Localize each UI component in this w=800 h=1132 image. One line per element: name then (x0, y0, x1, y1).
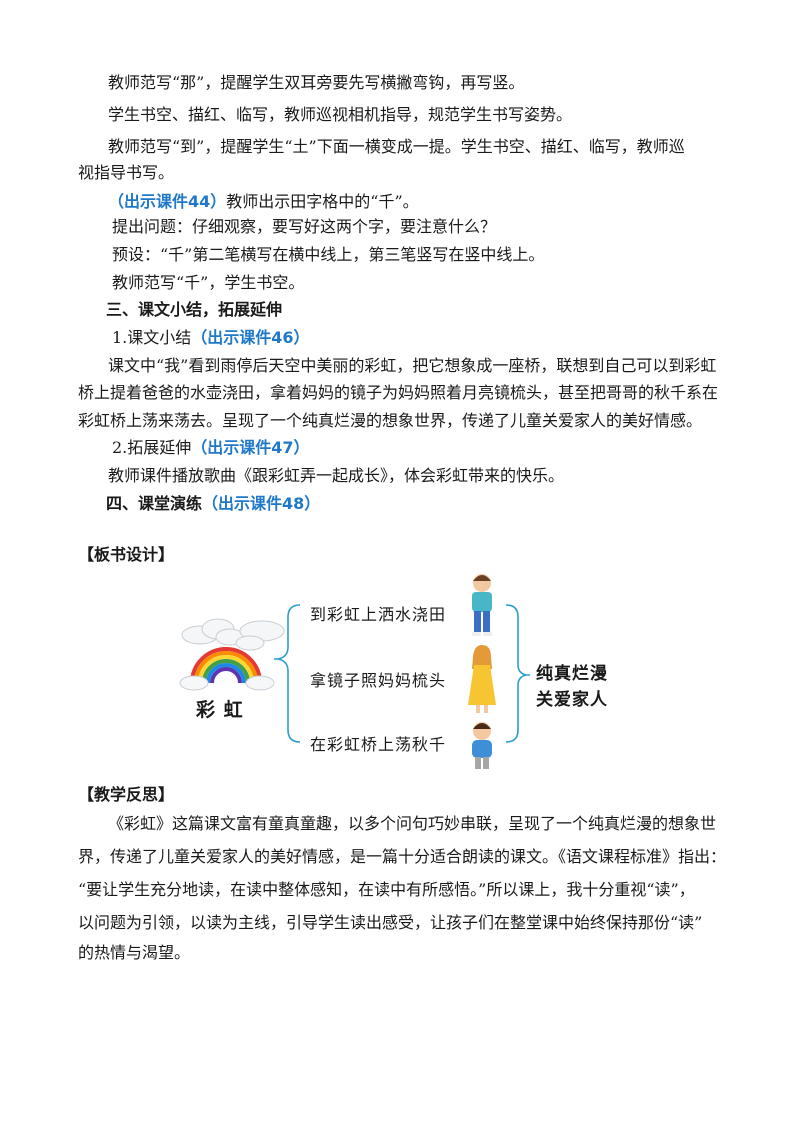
para-5: 提出问题：仔细观察，要写好这两个字，要注意什么？ (112, 217, 497, 236)
section-heading-4-text: 四、课堂演练 (106, 494, 203, 513)
board-title: 彩 虹 (196, 699, 244, 721)
summary-line-3: 彩虹桥上荡来荡去。呈现了一个纯真烂漫的想象世界，传递了儿童关爱家人的美好情感。 (78, 411, 703, 430)
reflection-heading: 【教学反思】 (78, 785, 175, 804)
cloud-icon (181, 618, 285, 651)
subsection-2: 2.拓展延伸（出示课件47） (112, 437, 310, 459)
boy-swing-icon (472, 722, 492, 769)
para-7: 教师范写“千”，学生书空。 (112, 273, 305, 292)
board-item-3: 在彩虹桥上荡秋千 (310, 735, 447, 754)
cloud-icon (179, 675, 275, 691)
reflection-line-3: “要让学生充分地读，在读中整体感知，在读中有所感悟。”所以课上，我十分重视“读”… (78, 880, 695, 899)
para-3-line-1: 教师范写“到”，提醒学生“土”下面一横变成一提。学生书空、描红、临写，教师巡 (108, 137, 685, 156)
left-bracket (274, 604, 301, 743)
rainbow-icon (190, 647, 262, 684)
slide-ref-47: （出示课件47） (191, 438, 310, 457)
board-item-1: 到彩虹上洒水浇田 (310, 605, 447, 624)
slide-ref-48: （出示课件48） (202, 494, 321, 513)
board-graphics (179, 574, 530, 769)
subsection-1-label: 1.课文小结 (112, 328, 192, 347)
para-4-text: 教师出示田字格中的“千”。 (226, 192, 419, 211)
reflection-line-5: 的热情与渴望。 (78, 943, 191, 962)
para-3-line-2: 视指导书写。 (78, 163, 175, 182)
board-design-diagram: 彩 虹 到彩虹上洒水浇田 拿镜子照妈妈梳头 在彩虹桥上荡秋千 纯真烂漫 关爱家人 (170, 565, 640, 775)
right-bracket (505, 604, 530, 743)
board-summary-2: 关爱家人 (536, 690, 608, 710)
boy-watering-icon (472, 574, 492, 636)
board-summary-1: 纯真烂漫 (536, 664, 608, 684)
section-heading-4: 四、课堂演练（出示课件48） (106, 493, 320, 515)
board-design-heading: 【板书设计】 (78, 545, 175, 564)
slide-ref-44: （出示课件44） (108, 192, 227, 211)
reflection-line-4: 以问题为引领，以读为主线，引导学生读出感受，让孩子们在整堂课中始终保持那份“读” (78, 913, 703, 932)
reflection-line-1: 《彩虹》这篇课文富有童真童趣，以多个问句巧妙串联，呈现了一个纯真烂漫的想象世 (108, 814, 717, 833)
subsection-2-label: 2.拓展延伸 (112, 438, 192, 457)
summary-line-2: 桥上提着爸爸的水壶浇田，拿着妈妈的镜子为妈妈照着月亮镜梳头，甚至把哥哥的秋千系在 (78, 383, 719, 402)
section-heading-3: 三、课文小结，拓展延伸 (106, 300, 283, 319)
para-1: 教师范写“那”，提醒学生双耳旁要先写横撇弯钩，再写竖。 (108, 73, 525, 92)
para-2: 学生书空、描红、临写，教师巡视相机指导，规范学生书写姿势。 (108, 105, 573, 124)
subsection-1: 1.课文小结（出示课件46） (112, 327, 310, 349)
summary-line-1: 课文中“我”看到雨停后天空中美丽的彩虹，把它想象成一座桥，联想到自己可以到彩虹 (108, 356, 717, 375)
slide-ref-46: （出示课件46） (191, 328, 310, 347)
para-9: 教师课件播放歌曲《跟彩虹弄一起成长》，体会彩虹带来的快乐。 (108, 466, 565, 485)
reflection-line-2: 界，传递了儿童关爱家人的美好情感，是一篇十分适合朗读的课文。《语文课程标准》指出… (78, 847, 727, 866)
para-4: （出示课件44）教师出示田字格中的“千”。 (108, 191, 419, 213)
para-6: 预设：“千”第二笔横写在横中线上，第三笔竖写在竖中线上。 (112, 245, 545, 264)
board-item-2: 拿镜子照妈妈梳头 (310, 671, 447, 690)
girl-mirror-icon (468, 645, 496, 713)
